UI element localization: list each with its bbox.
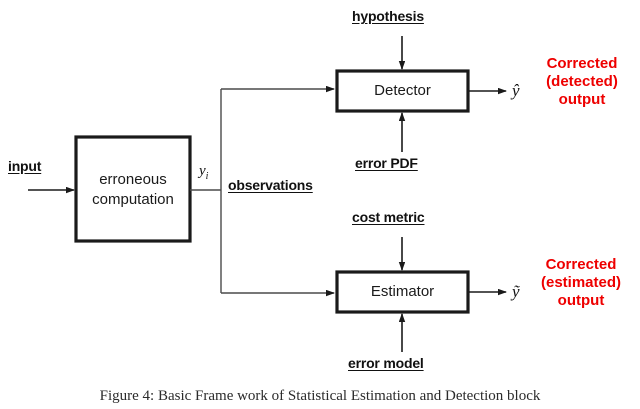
erroneous-computation-line2: computation	[92, 191, 174, 209]
figure-caption: Figure 4: Basic Frame work of Statistica…	[99, 388, 541, 404]
y-tilde-variable: ỹ	[512, 282, 520, 301]
corrected-detected-output-label: Corrected (detected) output	[524, 55, 640, 109]
observations-label: observations	[228, 177, 313, 193]
erroneous-computation-box	[74, 135, 192, 243]
corrected-estimated-line2: (estimated)	[540, 274, 622, 291]
corrected-detected-line1: Corrected	[546, 55, 618, 72]
corrected-estimated-line3: output	[557, 292, 605, 309]
corrected-detected-line3: output	[558, 91, 606, 108]
y-i-variable: yi	[199, 163, 208, 182]
hypothesis-label: hypothesis	[352, 8, 424, 24]
detector-box	[335, 69, 470, 113]
input-label: input	[8, 158, 42, 174]
detector-label: Detector	[374, 82, 431, 99]
erroneous-computation-label: erroneous computation	[76, 170, 190, 211]
corrected-estimated-line1: Corrected	[545, 256, 617, 273]
corrected-detected-line2: (detected)	[546, 73, 618, 90]
estimator-label: Estimator	[370, 283, 435, 300]
error-pdf-label: error PDF	[355, 155, 418, 171]
erroneous-computation-line1: erroneous	[99, 171, 167, 188]
estimator-box	[335, 270, 470, 314]
corrected-estimated-output-label: Corrected (estimated) output	[522, 256, 640, 310]
y-i-subscript: i	[205, 171, 209, 182]
y-i-base: y	[199, 163, 206, 179]
error-model-label: error model	[348, 355, 424, 371]
y-hat-variable: ŷ	[512, 81, 520, 100]
cost-metric-label: cost metric	[352, 209, 425, 225]
